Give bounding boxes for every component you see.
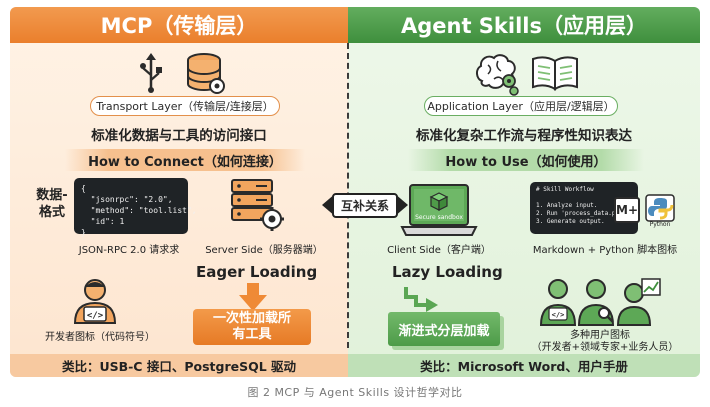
python-badge: Python: [649, 221, 671, 228]
how-to-use-bar: How to Use（如何使用）: [408, 149, 644, 171]
svg-text:</>: </>: [552, 311, 565, 319]
markdown-badge: M+: [614, 197, 640, 223]
complementary-relation: 互补关系: [322, 190, 408, 220]
skills-analogy: 类比：Microsoft Word、用户手册: [348, 354, 700, 377]
mcp-analogy: 类比：USB-C 接口、PostgreSQL 驱动: [10, 354, 348, 377]
data-format-label: 数据-格式: [36, 188, 68, 220]
how-to-connect-bar: How to Connect（如何连接）: [65, 149, 305, 171]
relation-label: 互补关系: [331, 192, 398, 218]
load-all-tools-button: 一次性加载所有工具: [193, 309, 311, 345]
figure-caption: 图 2 MCP 与 Agent Skills 设计哲学对比: [247, 386, 463, 399]
python-icon: [645, 194, 675, 222]
multi-users-icon: </>: [539, 278, 661, 326]
server-icon: [231, 179, 284, 231]
mcp-header: MCP（传输层）: [10, 7, 348, 43]
transport-layer-pill: Transport Layer（传输层/连接层）: [90, 96, 280, 116]
eager-loading-label: Eager Loading: [196, 263, 318, 281]
json-rpc-code: { "jsonrpc": "2.0", "method": "tool.list…: [74, 178, 197, 237]
mcp-subtitle: 标准化数据与工具的访问接口: [91, 128, 267, 144]
laptop-sandbox-icon: [400, 184, 478, 236]
comparison-diagram: MCP（传输层） Agent Skills（应用层） Transport Lay…: [10, 7, 700, 377]
book-icon: [532, 56, 578, 91]
application-layer-pill: Application Layer（应用层/逻辑层）: [424, 96, 618, 116]
skill-workflow-code: # Skill Workflow 1. Analyze input. 2. Ru…: [530, 182, 638, 234]
sandbox-label: Secure sandbox: [415, 214, 463, 221]
skills-header: Agent Skills（应用层）: [348, 7, 700, 43]
client-side-caption: Client Side（客户端）: [387, 245, 491, 256]
svg-text:</>: </>: [87, 311, 104, 321]
markdown-python-caption: Markdown + Python 脚本图标: [532, 245, 678, 256]
developer-icon: </>: [73, 279, 117, 324]
brain-gears-icon: [476, 54, 519, 96]
users-caption-1: 多种用户图标: [570, 330, 630, 341]
developer-caption: 开发者图标（代码符号）: [45, 332, 155, 343]
users-caption-2: （开发者+领域专家+业务人员）: [531, 342, 679, 353]
lazy-loading-label: Lazy Loading: [392, 263, 503, 281]
json-rpc-caption: JSON-RPC 2.0 请求求: [78, 245, 180, 256]
progressive-loading-button: 渐进式分层加载: [388, 312, 500, 346]
database-icon: [187, 53, 225, 94]
usb-icon: [140, 53, 162, 93]
stairs-arrow-icon: [404, 287, 438, 312]
down-arrow-icon: [239, 283, 267, 311]
skills-subtitle: 标准化复杂工作流与程序性知识表达: [416, 128, 632, 144]
server-side-caption: Server Side（服务器端）: [205, 245, 323, 256]
